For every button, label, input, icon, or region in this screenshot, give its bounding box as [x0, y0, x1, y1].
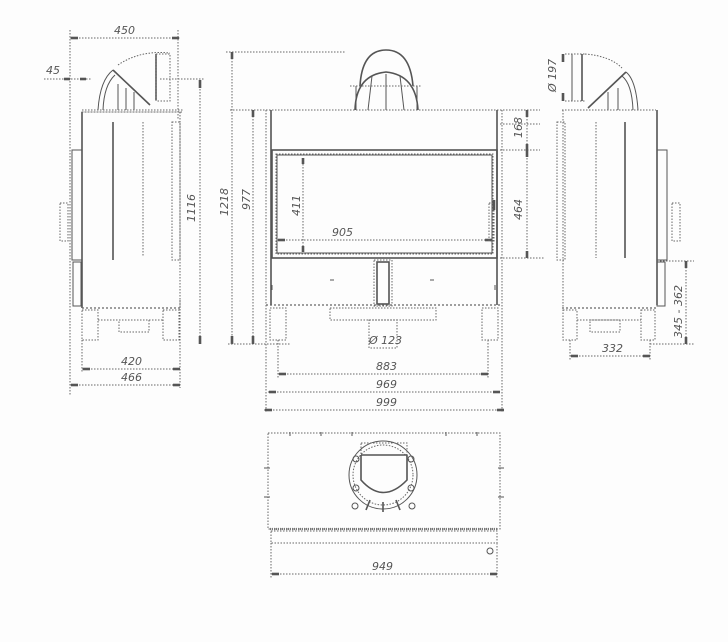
- dim-905: 905: [332, 226, 353, 239]
- dim-420: 420: [121, 355, 142, 368]
- dim-466: 466: [121, 371, 142, 384]
- front-view: 411 905 Ø 123 168 464: [218, 49, 545, 412]
- dim-345-362: 345 - 362: [672, 285, 685, 338]
- dim-flue-197: Ø 197: [546, 59, 559, 93]
- dim-flue-123: Ø 123: [368, 334, 402, 347]
- dim-1218: 1218: [218, 188, 231, 216]
- top-view: 949: [264, 432, 504, 578]
- dim-450: 450: [114, 24, 135, 37]
- dim-332: 332: [602, 342, 623, 355]
- dim-168: 168: [512, 117, 525, 138]
- dim-949: 949: [372, 560, 393, 573]
- dim-464: 464: [512, 199, 525, 220]
- dim-977: 977: [240, 189, 253, 210]
- dim-1116: 1116: [185, 194, 198, 222]
- dim-411: 411: [290, 195, 303, 216]
- dim-969: 969: [376, 378, 397, 391]
- left-side-view: 450 45: [44, 24, 204, 395]
- dim-883: 883: [376, 360, 397, 373]
- right-side-view: Ø 197 332 345 - 36: [546, 53, 694, 360]
- dim-999: 999: [376, 396, 397, 409]
- dim-45: 45: [46, 64, 60, 77]
